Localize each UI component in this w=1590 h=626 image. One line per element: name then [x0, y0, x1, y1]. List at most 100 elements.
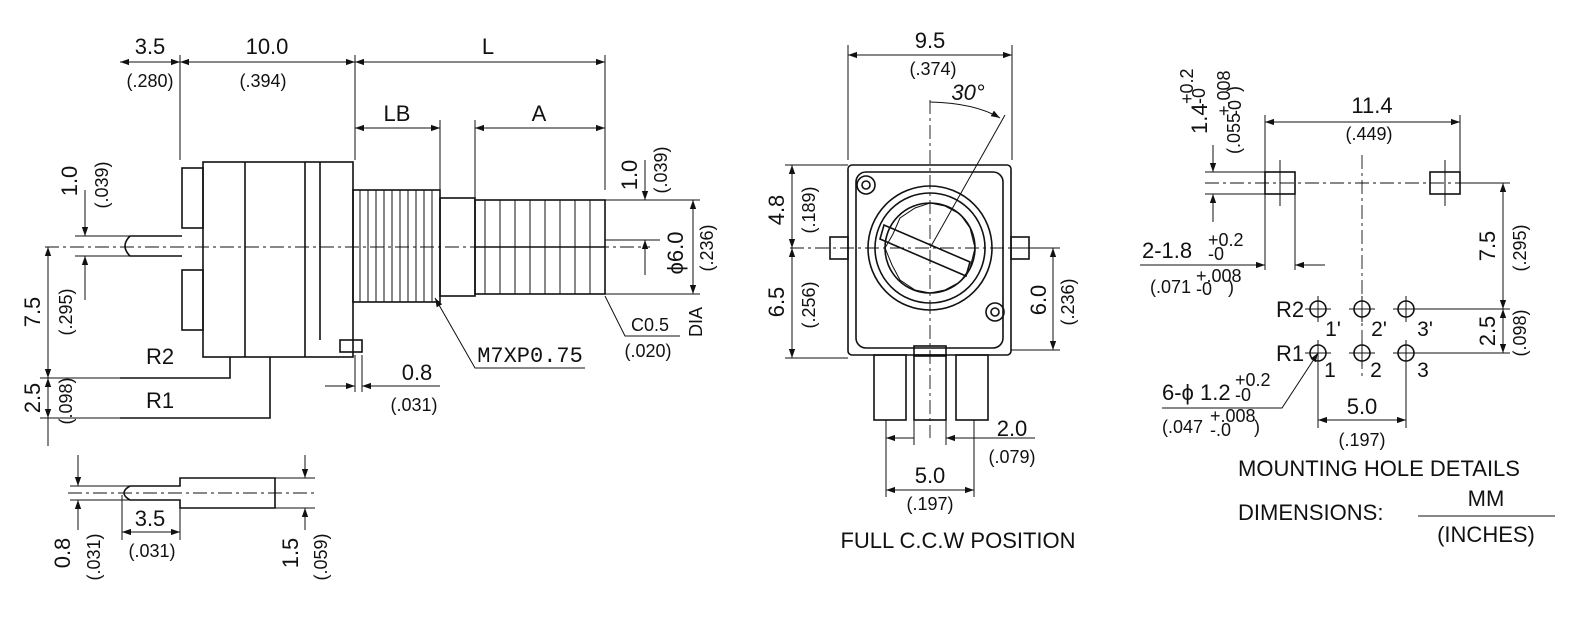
dim-3-5-in: (.280)	[126, 71, 173, 91]
holes-in-tol-plus: +.008	[1210, 406, 1256, 426]
mount-hole-bottom-inner	[990, 307, 1000, 317]
holes-tol-minus: -0	[1235, 385, 1251, 405]
front-dim-6-5: 6.5	[764, 287, 789, 318]
chamfer-label-in: (.020)	[624, 341, 671, 361]
angle-label: 30°	[951, 80, 984, 105]
hole-row-r2	[1305, 296, 1419, 322]
holes-leader	[1162, 352, 1319, 409]
dim-0-8: 0.8	[402, 360, 433, 385]
pin-dim-3-5: 3.5	[135, 506, 166, 531]
label-1p: 1'	[1325, 318, 1341, 341]
front-dim-9-5-in: (.374)	[909, 59, 956, 79]
dim-l: L	[482, 34, 494, 59]
hole-h-tol-minus: -0	[1189, 88, 1209, 104]
hole-cross	[1305, 296, 1419, 322]
thread-lines	[359, 190, 433, 302]
rear-shaft	[124, 235, 182, 257]
angle-ray	[929, 114, 1006, 249]
rear-block-top	[181, 167, 204, 229]
pin-r1-lead	[120, 357, 271, 419]
label-3: 3	[1417, 359, 1429, 382]
pin-dim-0-8: 0.8	[50, 538, 75, 569]
front-view: 30° 9.5 (.374) 4.8 (.189) 6.5 (.256) 6.0…	[764, 28, 1078, 553]
chamfer-leader	[604, 295, 680, 337]
holes-in-tol-minus: -.0	[1210, 420, 1231, 440]
units-inches: (INCHES)	[1437, 522, 1535, 547]
front-dim-6-5-in: (.256)	[799, 281, 819, 328]
chamfer-label: C0.5	[631, 315, 669, 335]
flange	[339, 339, 363, 353]
pin-dim-1-5: 1.5	[278, 538, 303, 569]
pin-r2-lead	[120, 357, 231, 379]
hole-h-in-close: )	[1224, 86, 1244, 92]
pin-dim-0-8-in: (.031)	[84, 533, 104, 580]
holes-in-close: )	[1254, 417, 1260, 437]
hole-h-tol-plus: +0.2	[1177, 68, 1197, 104]
dim-10-0-in: (.394)	[239, 71, 286, 91]
hole-row-r1	[1305, 340, 1419, 366]
label-r2: R2	[1276, 297, 1304, 322]
dim-dia-in: (.236)	[697, 224, 717, 271]
front-dim-5-0-in: (.197)	[906, 494, 953, 514]
holes-tol-plus: +0.2	[1235, 370, 1271, 390]
mount-dim-2-5: 2.5	[1475, 316, 1500, 347]
slot-tol-minus: -0	[1208, 244, 1224, 264]
front-dim-5-0: 5.0	[915, 463, 946, 488]
dim-2-5-in: (.098)	[56, 377, 76, 424]
hole-h-in-tol-plus: +.008	[1214, 70, 1234, 116]
dim-1-0-in: (.039)	[92, 161, 112, 208]
shaft-slot-front	[879, 223, 971, 278]
hole-h-in-tol-minus: -0	[1225, 100, 1245, 116]
side-view: 3.5 (.280) 10.0 (.394) L LB A 1.0 (.039)…	[20, 34, 717, 446]
label-1: 1	[1324, 359, 1336, 382]
hole-h-value: 1.4	[1187, 103, 1212, 134]
slot-value: 2-1.8	[1142, 238, 1192, 263]
pin-dim-1-5-in: (.059)	[311, 533, 331, 580]
slot-in: (.071	[1150, 277, 1191, 297]
pin-dim-3-5-in: (.031)	[128, 541, 175, 561]
front-dim-4-8-in: (.189)	[799, 186, 819, 233]
bushing	[352, 189, 441, 303]
front-dim-2-0-in: (.079)	[988, 447, 1035, 467]
units-mm: MM	[1468, 486, 1505, 511]
mount-hole-bottom	[985, 302, 1005, 322]
holes-value: 6-ϕ 1.2	[1162, 380, 1231, 405]
mount-dim-7-5: 7.5	[1475, 231, 1500, 262]
mount-dim-11-4: 11.4	[1351, 93, 1392, 118]
dim-2-5: 2.5	[20, 383, 45, 414]
mount-hole-top-inner	[861, 180, 871, 190]
hole-h-in-group: (.055 +.008 -0 )	[1214, 70, 1245, 154]
pin-label-r1: R1	[146, 388, 174, 413]
label-r1: R1	[1276, 341, 1304, 366]
mounting-title: MOUNTING HOLE DETAILS	[1238, 456, 1520, 481]
thread-leader	[434, 297, 585, 369]
pitch-value: 5.0	[1347, 394, 1378, 419]
dim-dia-suffix: DIA	[686, 307, 706, 337]
dim-3-5: 3.5	[135, 34, 166, 59]
dim-10-0: 10.0	[246, 34, 289, 59]
dim-1-0: 1.0	[57, 166, 82, 197]
dim-7-5: 7.5	[20, 297, 45, 328]
front-body-inner	[855, 171, 1004, 349]
label-2p: 2'	[1371, 318, 1387, 341]
hole-cross	[1305, 340, 1419, 366]
front-dim-9-5: 9.5	[915, 28, 946, 53]
holes-in: (.047	[1162, 417, 1203, 437]
hole-h-group: 1.4 +0.2 -0	[1177, 68, 1212, 134]
slot-in-tol-plus: +.008	[1196, 266, 1242, 286]
rear-block-bottom	[181, 269, 204, 331]
front-caption: FULL C.C.W POSITION	[840, 528, 1075, 553]
front-pin-left	[873, 354, 907, 421]
dim-r-1-0: 1.0	[617, 160, 642, 191]
mounting-details: 11.4 (.449) 1.4 +0.2 -0 (.055 +.008 -0 )…	[1140, 68, 1555, 547]
label-2: 2	[1370, 359, 1382, 382]
mount-dim-7-5-in: (.295)	[1510, 224, 1530, 271]
label-3p: 3'	[1417, 318, 1433, 341]
pin-label-r2: R2	[146, 344, 174, 369]
pin-detail: 0.8 (.031) 3.5 (.031) 1.5 (.059)	[50, 455, 331, 581]
dim-a: A	[532, 101, 547, 126]
pitch-in: (.197)	[1338, 430, 1385, 450]
front-dim-4-8: 4.8	[764, 195, 789, 226]
mount-dim-11-4-in: (.449)	[1345, 124, 1392, 144]
